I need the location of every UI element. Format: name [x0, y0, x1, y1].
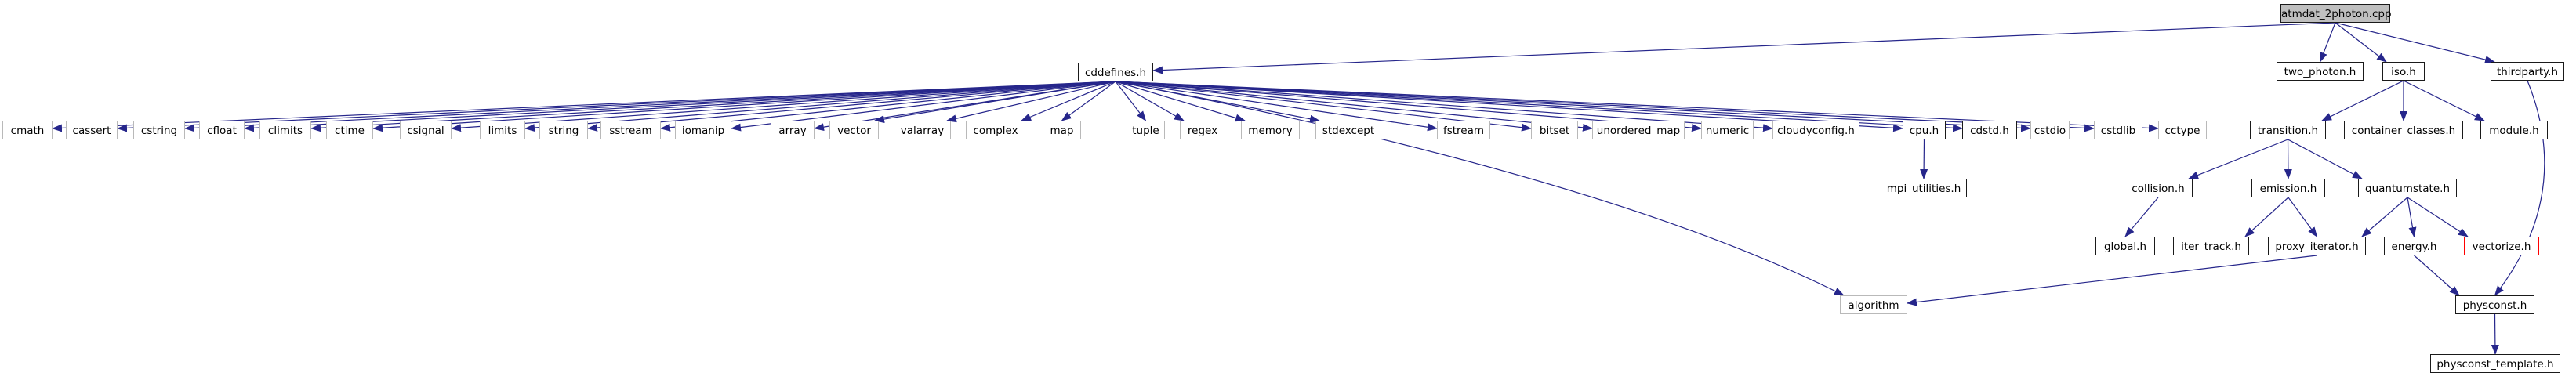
edge-transition-h-to-emission-h	[2284, 139, 2292, 179]
node-atmdat-2photon-cpp: atmdat_2photon.cpp	[2280, 4, 2392, 23]
node-thirdparty-h[interactable]: thirdparty.h	[2491, 62, 2564, 81]
edge-atmdat-2photon-cpp-to-thirdparty-h	[2335, 22, 2495, 63]
edge-cddefines-h-to-regex	[1115, 81, 1185, 121]
edge-cddefines-h-to-valarray	[946, 81, 1116, 123]
edge-atmdat-2photon-cpp-to-iso-h	[2335, 22, 2387, 63]
node-tuple: tuple	[1127, 121, 1165, 139]
edge-cddefines-h-to-cstdio	[1115, 81, 2031, 132]
node-algorithm: algorithm	[1840, 295, 1907, 314]
edge-cddefines-h-to-fstream	[1115, 81, 1438, 132]
edge-physconst-h-to-physconst-template-h	[2491, 313, 2499, 355]
edge-cddefines-h-to-vector	[874, 81, 1116, 124]
node-emission-h[interactable]: emission.h	[2251, 179, 2325, 197]
edge-cddefines-h-to-cfloat	[244, 81, 1116, 132]
node-cstdio: cstdio	[2030, 121, 2070, 139]
node-numeric: numeric	[1701, 121, 1754, 139]
node-vector: vector	[829, 121, 879, 139]
edge-proxy-iterator-h-to-algorithm	[1907, 255, 2317, 306]
node-ctime: ctime	[326, 121, 373, 139]
node-stdexcept: stdexcept	[1315, 121, 1381, 139]
edge-quantumstate-h-to-vectorize-h	[2407, 197, 2469, 237]
node-cpu-h[interactable]: cpu.h	[1903, 121, 1946, 139]
node-cfloat: cfloat	[199, 121, 245, 139]
node-valarray: valarray	[894, 121, 951, 139]
node-csignal: csignal	[400, 121, 452, 139]
node-container-classes-h[interactable]: container_classes.h	[2344, 121, 2463, 139]
edge-quantumstate-h-to-energy-h	[2407, 197, 2417, 237]
node-physconst-h[interactable]: physconst.h	[2455, 295, 2534, 314]
edge-cddefines-h-to-algorithm	[1115, 81, 1845, 296]
node-string: string	[539, 121, 588, 139]
node-sstream: sstream	[600, 121, 661, 139]
node-cdstd-h[interactable]: cdstd.h	[1962, 121, 2017, 139]
edge-cddefines-h-to-unordered-map	[1115, 81, 1593, 132]
edge-iso-h-to-transition-h	[2321, 80, 2404, 121]
node-bitset: bitset	[1531, 121, 1578, 139]
edge-cpu-h-to-mpi-utilities-h	[1920, 139, 1928, 179]
node-quantumstate-h[interactable]: quantumstate.h	[2358, 179, 2457, 197]
edge-thirdparty-h-to-physconst-h	[2494, 80, 2545, 296]
node-cassert: cassert	[66, 121, 118, 139]
node-transition-h[interactable]: transition.h	[2250, 121, 2326, 139]
node-fstream: fstream	[1437, 121, 1490, 139]
edge-energy-h-to-physconst-h	[2414, 255, 2460, 296]
node-collision-h[interactable]: collision.h	[2124, 179, 2193, 197]
node-cstdlib: cstdlib	[2094, 121, 2142, 139]
edge-quantumstate-h-to-proxy-iterator-h	[2361, 197, 2408, 237]
node-global-h[interactable]: global.h	[2095, 237, 2155, 255]
edge-cddefines-h-to-sstream	[660, 81, 1116, 132]
edge-iso-h-to-module-h	[2403, 80, 2485, 121]
edge-cddefines-h-to-cpu-h	[1115, 81, 1903, 132]
node-cctype: cctype	[2158, 121, 2207, 139]
node-iso-h[interactable]: iso.h	[2382, 62, 2425, 81]
node-limits: limits	[480, 121, 525, 139]
node-module-h[interactable]: module.h	[2480, 121, 2548, 139]
edge-transition-h-to-collision-h	[2188, 139, 2288, 179]
node-vectorize-h[interactable]: vectorize.h	[2464, 237, 2539, 255]
edge-transition-h-to-quantumstate-h	[2288, 139, 2363, 179]
edge-cddefines-h-to-tuple	[1115, 81, 1147, 121]
node-unordered-map: unordered_map	[1592, 121, 1685, 139]
edge-cddefines-h-to-complex	[1021, 81, 1116, 121]
edge-atmdat-2photon-cpp-to-cddefines-h	[1152, 22, 2336, 74]
edge-emission-h-to-proxy-iterator-h	[2288, 197, 2318, 237]
node-memory: memory	[1241, 121, 1300, 139]
node-cstring: cstring	[133, 121, 185, 139]
edge-atmdat-2photon-cpp-to-two-photon-h	[2319, 22, 2336, 63]
node-iomanip: iomanip	[675, 121, 731, 139]
node-complex: complex	[966, 121, 1025, 139]
node-cloudyconfig-h: cloudyconfig.h	[1772, 121, 1859, 139]
node-mpi-utilities-h[interactable]: mpi_utilities.h	[1881, 179, 1967, 197]
edge-collision-h-to-global-h	[2124, 197, 2159, 237]
edge-cddefines-h-to-map	[1061, 81, 1116, 121]
node-regex: regex	[1180, 121, 1225, 139]
node-array: array	[771, 121, 815, 139]
edge-emission-h-to-iter-track-h	[2244, 197, 2289, 237]
node-two-photon-h[interactable]: two_photon.h	[2277, 62, 2364, 81]
node-climits: climits	[259, 121, 311, 139]
node-physconst-template-h[interactable]: physconst_template.h	[2430, 354, 2560, 373]
node-map: map	[1043, 121, 1081, 139]
node-energy-h[interactable]: energy.h	[2384, 237, 2444, 255]
node-iter-track-h[interactable]: iter_track.h	[2173, 237, 2249, 255]
node-proxy-iterator-h[interactable]: proxy_iterator.h	[2268, 237, 2366, 255]
node-cddefines-h[interactable]: cddefines.h	[1078, 63, 1153, 81]
node-cmath: cmath	[2, 121, 53, 139]
edge-cddefines-h-to-memory	[1115, 81, 1246, 122]
